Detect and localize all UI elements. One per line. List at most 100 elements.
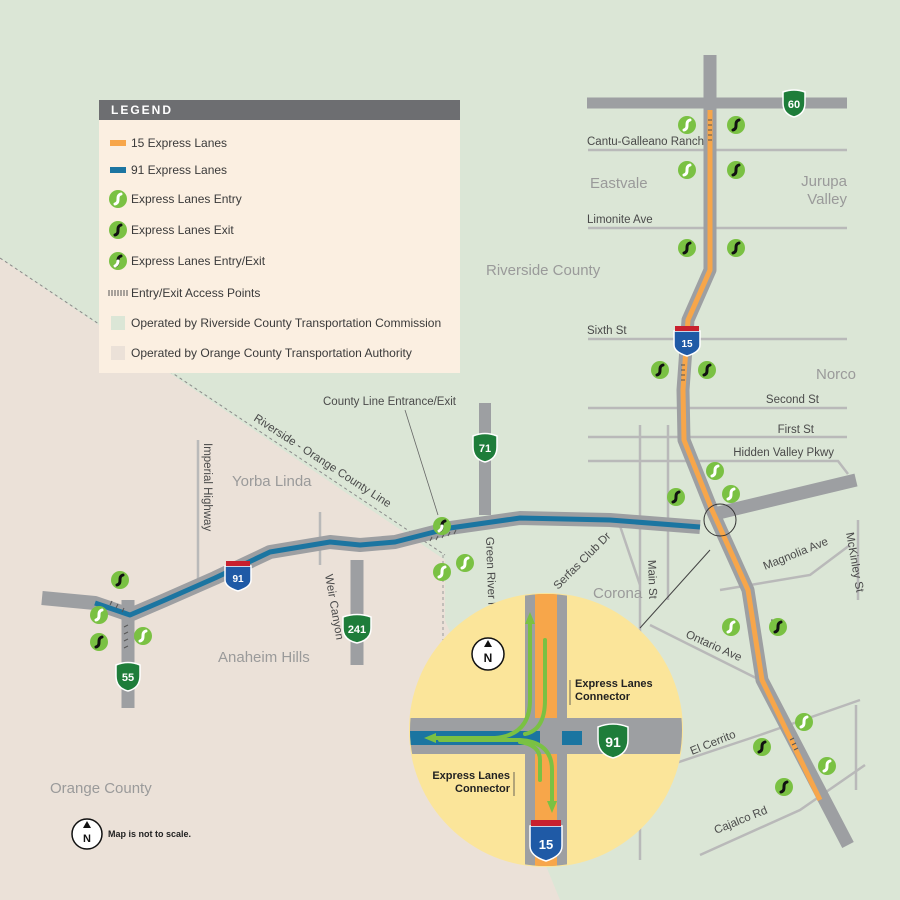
shield-sr55: 55 bbox=[115, 661, 141, 692]
exit-icon bbox=[110, 570, 130, 590]
shield-i15: 15 bbox=[673, 326, 701, 357]
region-corona: Corona bbox=[593, 585, 643, 602]
exit-icon bbox=[89, 632, 109, 652]
county-line-boundary bbox=[0, 257, 446, 556]
legend-item-octa: Operated by Orange County Transportation… bbox=[107, 340, 412, 366]
inset-connector-top-line2: Connector bbox=[575, 691, 631, 703]
legend-item-entry-exit: Express Lanes Entry/Exit bbox=[107, 248, 265, 274]
shield-sr241-label: 241 bbox=[348, 624, 366, 636]
callout-leader bbox=[404, 409, 439, 516]
access-points-swatch bbox=[107, 282, 129, 304]
shield-i15-label: 15 bbox=[681, 339, 693, 350]
shield-sr241: 241 bbox=[342, 613, 372, 644]
road-cantu-galleano: Cantu-Galleano Ranch bbox=[587, 136, 704, 148]
region-anaheim-hills: Anaheim Hills bbox=[218, 649, 310, 666]
inset-shield-15-label: 15 bbox=[539, 837, 553, 852]
inset-focus-ring bbox=[703, 503, 737, 537]
shield-sr55-label: 55 bbox=[122, 672, 134, 684]
footer-note: Map is not to scale. bbox=[108, 829, 191, 839]
region-jurupa: Jurupa bbox=[801, 173, 848, 190]
inset-connector-bottom-line2: Connector bbox=[455, 783, 511, 795]
region-norco: Norco bbox=[816, 366, 856, 383]
exit-icon bbox=[752, 737, 772, 757]
exit-icon bbox=[650, 360, 670, 380]
inset-north-label: N bbox=[484, 651, 493, 665]
footer-north-label: N bbox=[83, 833, 91, 845]
legend-item-rctc: Operated by Riverside County Transportat… bbox=[107, 310, 441, 336]
legend-item-entry: Express Lanes Entry bbox=[107, 186, 242, 212]
entry-icon bbox=[817, 756, 837, 776]
entry-icon bbox=[705, 461, 725, 481]
entry-icon bbox=[721, 484, 741, 504]
express-lanes-91 bbox=[94, 515, 701, 618]
region-valley: Valley bbox=[807, 191, 847, 208]
inset-shield-91-label: 91 bbox=[605, 734, 621, 750]
entry-exit-icon bbox=[107, 250, 129, 272]
shield-sr71-label: 71 bbox=[479, 443, 491, 455]
legend-item-label: Entry/Exit Access Points bbox=[131, 286, 261, 300]
legend-item-label: Express Lanes Exit bbox=[131, 223, 234, 237]
road-limonite: Limonite Ave bbox=[587, 214, 653, 226]
entry-icon bbox=[107, 188, 129, 210]
inset-connector-top-line1: Express Lanes bbox=[575, 678, 653, 690]
exit-icon bbox=[677, 238, 697, 258]
inset-north-arrow: N bbox=[471, 637, 505, 671]
region-orange-county: Orange County bbox=[50, 780, 152, 797]
region-riverside-county: Riverside County bbox=[486, 262, 601, 279]
legend-item-access-points: Entry/Exit Access Points bbox=[107, 280, 260, 306]
legend-item-91-express: 91 Express Lanes bbox=[107, 157, 227, 183]
road-green-river: Green River Rd bbox=[483, 537, 498, 617]
entry-icon bbox=[432, 562, 452, 582]
shield-sr71: 71 bbox=[472, 432, 498, 463]
road-county-line-entrance: County Line Entrance/Exit bbox=[323, 396, 457, 408]
road-main-st: Main St bbox=[645, 560, 658, 600]
road-sixth: Sixth St bbox=[587, 325, 627, 337]
rctc-area-swatch bbox=[107, 312, 129, 334]
entry-icon bbox=[677, 115, 697, 135]
exit-icon bbox=[666, 487, 686, 507]
orange-line-swatch bbox=[107, 132, 129, 154]
octa-area-swatch bbox=[107, 342, 129, 364]
inset-shield-15: 15 bbox=[529, 820, 563, 862]
road-second: Second St bbox=[766, 394, 820, 406]
blue-line-swatch bbox=[107, 159, 129, 181]
exit-icon bbox=[774, 777, 794, 797]
inset-connector-bottom-line1: Express Lanes bbox=[432, 770, 510, 782]
exit-icon bbox=[726, 160, 746, 180]
legend-item-exit: Express Lanes Exit bbox=[107, 217, 234, 243]
exit-icon bbox=[107, 219, 129, 241]
exit-icon bbox=[726, 238, 746, 258]
road-imperial-highway: Imperial Highway bbox=[201, 443, 213, 531]
footer-north-arrow: N bbox=[71, 818, 103, 850]
shield-i91: 91 bbox=[224, 561, 252, 592]
region-yorba-linda: Yorba Linda bbox=[232, 473, 312, 490]
legend-item-15-express: 15 Express Lanes bbox=[107, 130, 227, 156]
exit-icon bbox=[697, 360, 717, 380]
entry-exit-icon bbox=[432, 516, 452, 536]
inset-leader bbox=[639, 549, 711, 629]
entry-icon bbox=[89, 605, 109, 625]
entry-icon bbox=[455, 553, 475, 573]
shield-sr60: 60 bbox=[782, 89, 806, 118]
express-lanes-15 bbox=[680, 110, 823, 802]
legend-item-label: Express Lanes Entry bbox=[131, 192, 242, 206]
inset-shield-91: 91 bbox=[597, 723, 629, 759]
entry-icon bbox=[794, 712, 814, 732]
legend-item-label: Operated by Riverside County Transportat… bbox=[131, 316, 442, 330]
entry-icon bbox=[677, 160, 697, 180]
region-eastvale: Eastvale bbox=[590, 175, 648, 192]
road-hidden-valley: Hidden Valley Pkwy bbox=[733, 447, 834, 459]
legend-item-label: 15 Express Lanes bbox=[131, 136, 228, 150]
exit-icon bbox=[768, 617, 788, 637]
legend-panel: LEGEND 15 Express Lanes 91 Express Lanes… bbox=[99, 100, 460, 373]
road-first: First St bbox=[778, 424, 815, 436]
legend-item-label: Operated by Orange County Transportation… bbox=[131, 346, 412, 360]
legend-title: LEGEND bbox=[99, 100, 460, 120]
shield-i91-label: 91 bbox=[232, 574, 244, 585]
entry-icon bbox=[721, 617, 741, 637]
legend-item-label: Express Lanes Entry/Exit bbox=[131, 254, 266, 268]
entry-icon bbox=[133, 626, 153, 646]
legend-item-label: 91 Express Lanes bbox=[131, 163, 228, 177]
exit-icon bbox=[726, 115, 746, 135]
shield-sr60-label: 60 bbox=[788, 99, 800, 111]
